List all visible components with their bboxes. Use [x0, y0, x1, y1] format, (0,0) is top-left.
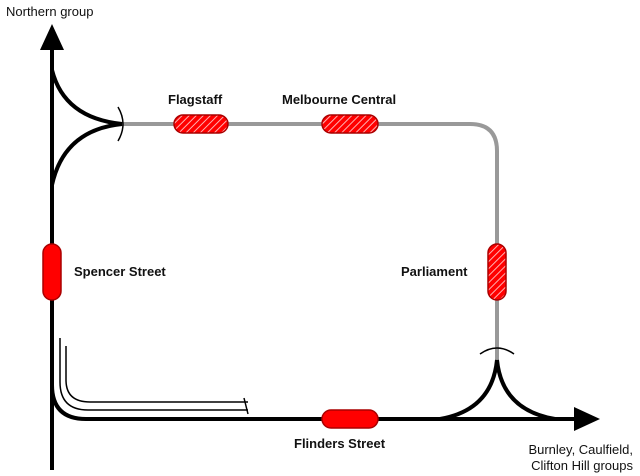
- station-marker-spencer-street: [42, 243, 62, 301]
- station-label-flagstaff: Flagstaff: [168, 92, 223, 107]
- southeast-junction-left-curve: [439, 359, 499, 421]
- destination-east-line2: Clifton Hill groups: [531, 458, 633, 473]
- northwest-tunnel-portal: [117, 106, 124, 142]
- north-arrowhead-icon: [40, 24, 64, 50]
- viaduct-outer-line: [59, 338, 248, 411]
- destination-northern-group: Northern group: [6, 4, 94, 19]
- northwest-junction-lower-curve: [50, 122, 123, 186]
- viaduct-end-tick: [243, 397, 249, 415]
- southeast-junction-right-curve: [495, 359, 556, 421]
- station-marker-flagstaff: [173, 114, 229, 134]
- station-marker-melbourne-central: [321, 114, 379, 134]
- northwest-junction-upper-curve: [50, 69, 123, 126]
- station-marker-parliament: [487, 243, 507, 301]
- station-label-melbourne-central: Melbourne Central: [282, 92, 397, 107]
- station-label-parliament: Parliament: [401, 264, 468, 279]
- destination-east-line1: Burnley, Caulfield,: [528, 442, 633, 457]
- underground-loop-track: [122, 122, 499, 360]
- east-arrowhead-icon: [574, 407, 600, 431]
- southeast-tunnel-portal: [479, 347, 515, 355]
- southern-track: [50, 340, 578, 421]
- station-label-flinders-street: Flinders Street: [294, 436, 386, 451]
- station-label-spencer-street: Spencer Street: [74, 264, 166, 279]
- station-marker-flinders-street: [321, 409, 379, 429]
- viaduct-inner-line: [65, 346, 248, 403]
